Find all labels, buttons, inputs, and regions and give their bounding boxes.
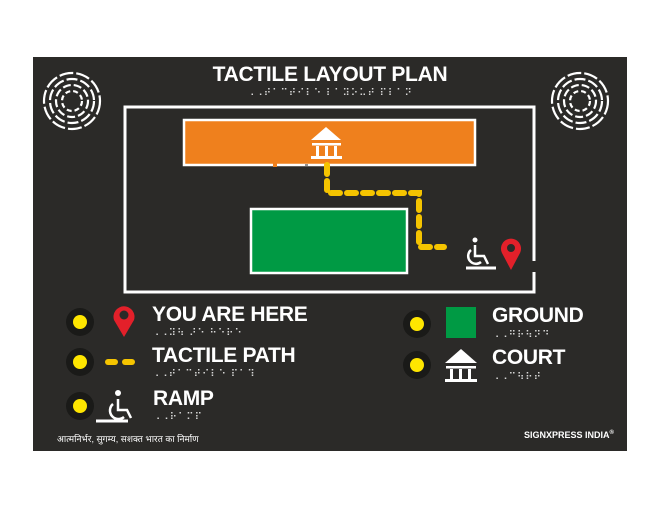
legend-label-ramp: RAMP xyxy=(153,387,214,410)
registered-mark: ® xyxy=(609,430,614,436)
legend-label-court: COURT xyxy=(492,346,566,369)
legend-pin-icon xyxy=(113,306,135,337)
indicator-tactile-path xyxy=(66,348,94,376)
legend-braille-tactile-path: ⠠⠠⠞⠁⠉⠞⠊⠇⠑ ⠏⠁⠹ xyxy=(152,369,256,380)
brand-name: SIGNXPRESS INDIA® xyxy=(524,430,614,440)
legend-label-tactile-path: TACTILE PATH xyxy=(152,344,296,367)
indicator-ramp xyxy=(66,392,94,420)
title-braille: ⠠⠠⠞⠁⠉⠞⠊⠇⠑ ⠇⠁⠽⠕⠥⠞ ⠏⠇⠁⠝ xyxy=(247,88,413,99)
legend-dashed-path-icon xyxy=(105,359,135,365)
court-building-icon xyxy=(311,127,342,159)
speaker-grille-icon-right xyxy=(550,71,610,131)
ground-block xyxy=(249,207,409,275)
indicator-court xyxy=(403,351,431,379)
tactile-path xyxy=(324,162,447,250)
wheelchair-ramp-icon xyxy=(466,237,496,270)
indicator-you-are-here xyxy=(66,308,94,336)
footer-tagline: आत्मनिर्भर, सुगम्य, सशक्त भारत का निर्मा… xyxy=(57,434,199,444)
legend-braille-court: ⠠⠠⠉⠳⠗⠞ xyxy=(492,372,542,383)
sign-title: TACTILE LAYOUT PLAN xyxy=(212,63,448,86)
legend-braille-ramp: ⠠⠠⠗⠁⠍⠏ xyxy=(153,412,203,423)
legend-label-you-are-here: YOU ARE HERE xyxy=(152,303,308,326)
legend-label-ground: GROUND xyxy=(492,304,584,327)
location-pin-icon xyxy=(501,238,521,270)
legend-braille-you-are-here: ⠠⠠⠽⠳ ⠜⠑ ⠓⠑⠗⠑ xyxy=(152,328,243,339)
legend-wheelchair-ramp-icon xyxy=(96,390,133,423)
legend-green-square-icon xyxy=(446,307,476,338)
brand-text: SIGNXPRESS INDIA xyxy=(524,430,610,440)
layout-boundary xyxy=(123,105,536,294)
legend-court-building-icon xyxy=(445,349,477,382)
legend-braille-ground: ⠠⠠⠛⠗⠳⠝⠙ xyxy=(492,330,551,341)
indicator-ground xyxy=(403,310,431,338)
speaker-grille-icon-left xyxy=(42,71,102,131)
